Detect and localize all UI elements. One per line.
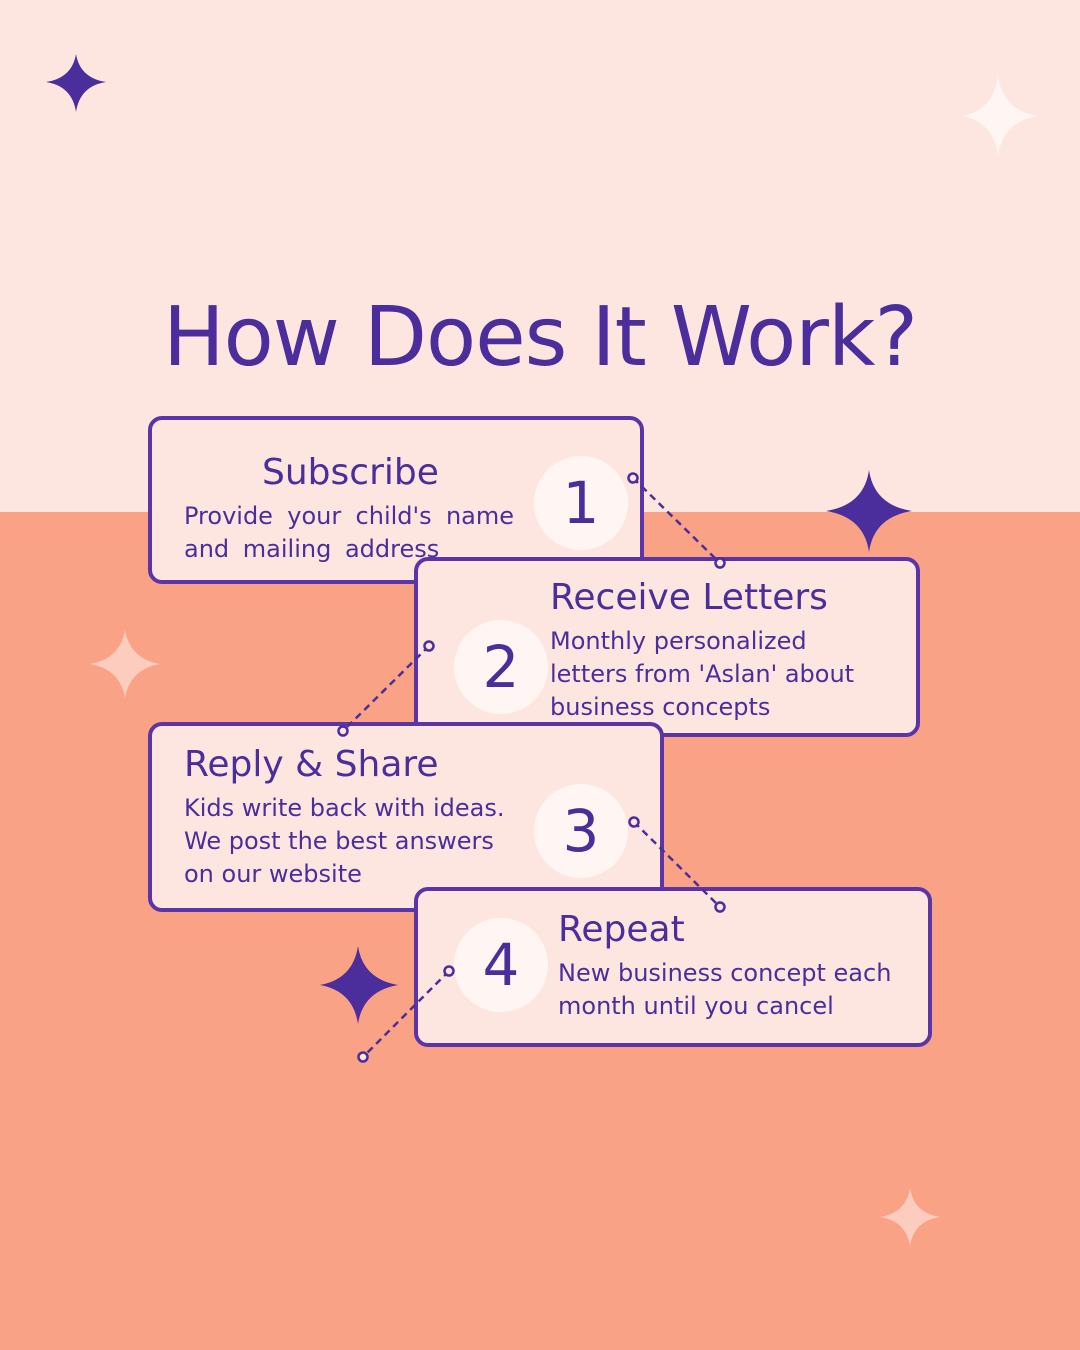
- step-title: Subscribe: [262, 452, 439, 493]
- sparkle-icon: [90, 630, 160, 698]
- sparkle-icon: [320, 946, 398, 1024]
- sparkle-icon: [46, 54, 106, 112]
- sparkle-icon: [880, 1188, 940, 1246]
- connector-line: [357, 965, 455, 1063]
- connector-line: [628, 816, 726, 913]
- connector-line: [627, 472, 726, 569]
- step-description: New business concept each month until yo…: [558, 959, 892, 1020]
- step-title: Receive Letters: [550, 577, 828, 618]
- step-card-1: Subscribe Provide your child's name and …: [148, 416, 644, 584]
- connector-line: [337, 640, 435, 737]
- sparkle-icon: [826, 470, 912, 552]
- step-title: Repeat: [558, 909, 685, 950]
- step-number-4: 4: [454, 918, 548, 1012]
- step-description: Provide your child's name and mailing ad…: [184, 502, 514, 563]
- step-number-1: 1: [534, 456, 628, 550]
- page-title: How Does It Work?: [162, 290, 918, 385]
- step-number-2: 2: [454, 620, 548, 714]
- step-description: Kids write back with ideas. We post the …: [184, 794, 505, 888]
- step-title: Reply & Share: [184, 744, 439, 785]
- step-number-3: 3: [534, 784, 628, 878]
- step-description: Monthly personalized letters from 'Aslan…: [550, 627, 855, 721]
- sparkle-icon: [962, 76, 1038, 156]
